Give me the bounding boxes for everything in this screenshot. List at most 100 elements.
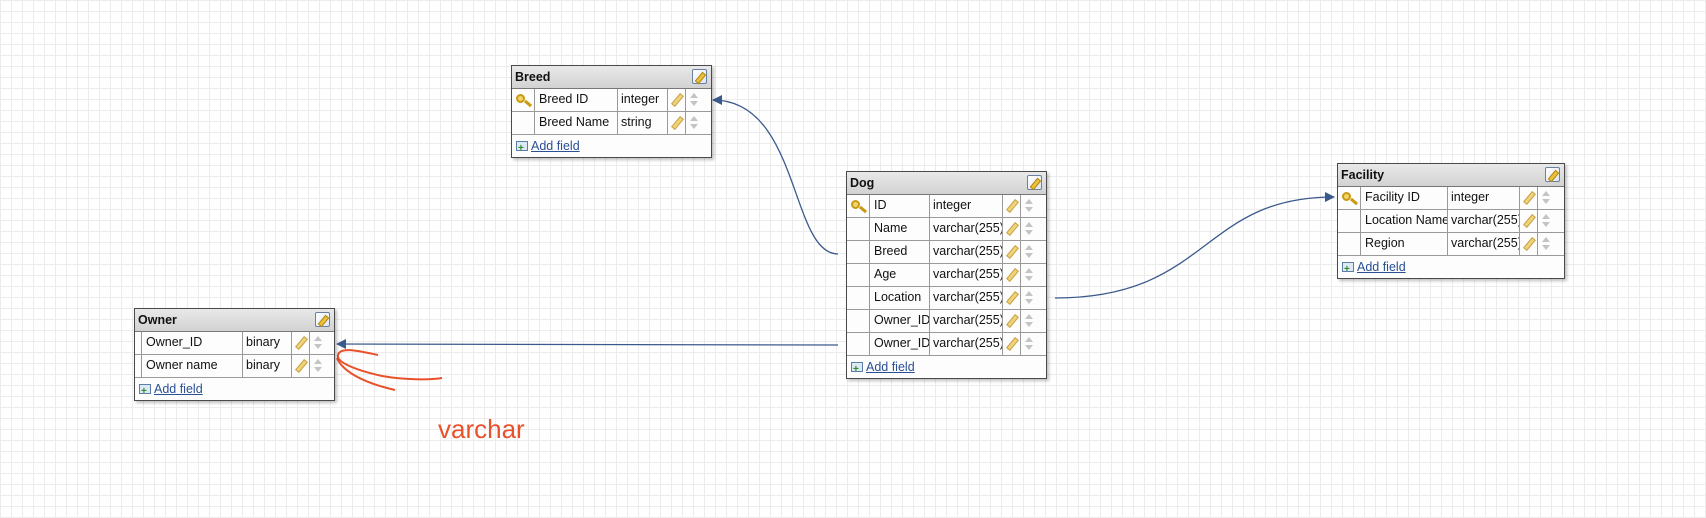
- edit-field-button[interactable]: [1003, 218, 1021, 240]
- reorder-handle[interactable]: [1538, 210, 1554, 232]
- field-type[interactable]: integer: [930, 195, 1003, 217]
- edit-field-button[interactable]: [292, 332, 310, 354]
- field-type[interactable]: varchar(255): [930, 218, 1003, 240]
- edit-field-button[interactable]: [1520, 187, 1538, 209]
- field-type[interactable]: varchar(255): [930, 333, 1003, 355]
- field-type[interactable]: string: [618, 112, 668, 134]
- edit-table-icon[interactable]: [692, 69, 707, 84]
- field-name[interactable]: Name: [870, 218, 930, 240]
- field-name[interactable]: Breed Name: [535, 112, 618, 134]
- add-field-icon[interactable]: [1342, 259, 1354, 281]
- field-type[interactable]: binary: [243, 332, 292, 354]
- reorder-handle[interactable]: [686, 112, 702, 134]
- field-name[interactable]: Owner_ID: [870, 333, 930, 355]
- field-name[interactable]: Breed ID: [535, 89, 618, 111]
- field-type[interactable]: varchar(255): [1448, 233, 1520, 255]
- field-name[interactable]: Owner_ID: [870, 310, 930, 332]
- field-row[interactable]: Region varchar(255): [1338, 233, 1564, 256]
- add-field-icon[interactable]: [851, 359, 863, 381]
- table-header[interactable]: Breed: [512, 66, 711, 89]
- edit-field-button[interactable]: [1520, 210, 1538, 232]
- add-field-link[interactable]: Add field: [531, 139, 580, 153]
- add-field-link[interactable]: Add field: [154, 382, 203, 396]
- table-header[interactable]: Facility: [1338, 164, 1564, 187]
- table-header[interactable]: Owner: [135, 309, 334, 332]
- relation-dog-owner[interactable]: [336, 339, 839, 350]
- field-type[interactable]: integer: [618, 89, 668, 111]
- edit-field-button[interactable]: [1003, 195, 1021, 217]
- primary-key-cell: [847, 241, 870, 263]
- edit-field-button[interactable]: [1003, 264, 1021, 286]
- edit-field-button[interactable]: [1520, 233, 1538, 255]
- table-breed[interactable]: Breed Breed ID integer Breed Name string…: [511, 65, 712, 160]
- field-row[interactable]: ID integer: [847, 195, 1046, 218]
- edit-table-icon[interactable]: [1027, 175, 1042, 190]
- add-field-icon[interactable]: [139, 381, 151, 403]
- reorder-handle[interactable]: [1021, 310, 1037, 332]
- field-type[interactable]: varchar(255): [930, 287, 1003, 309]
- reorder-handle[interactable]: [1538, 233, 1554, 255]
- field-name[interactable]: Owner name: [142, 355, 243, 377]
- edit-field-button[interactable]: [1003, 241, 1021, 263]
- key-icon: [516, 94, 525, 103]
- table-facility[interactable]: Facility Facility ID integer Location Na…: [1337, 163, 1565, 281]
- field-name[interactable]: Region: [1361, 233, 1448, 255]
- sort-arrows-icon: [1025, 267, 1033, 282]
- field-row[interactable]: Owner_ID varchar(255): [847, 310, 1046, 333]
- table-owner[interactable]: Owner Owner_ID binary Owner name binary …: [134, 308, 335, 403]
- pencil-icon: [295, 359, 308, 373]
- field-row[interactable]: Age varchar(255): [847, 264, 1046, 287]
- field-row[interactable]: Facility ID integer: [1338, 187, 1564, 210]
- edit-field-button[interactable]: [292, 355, 310, 377]
- field-type[interactable]: varchar(255): [930, 264, 1003, 286]
- relation-dog-facility[interactable]: [1054, 192, 1335, 299]
- field-row[interactable]: Owner name binary: [135, 355, 334, 378]
- reorder-handle[interactable]: [1021, 264, 1037, 286]
- field-name[interactable]: Breed: [870, 241, 930, 263]
- field-row[interactable]: Breed ID integer: [512, 89, 711, 112]
- add-field-icon[interactable]: [516, 138, 528, 160]
- reorder-handle[interactable]: [1021, 195, 1037, 217]
- sort-arrows-icon: [314, 335, 322, 350]
- edit-table-icon[interactable]: [315, 312, 330, 327]
- field-row[interactable]: Owner_ID binary: [135, 332, 334, 355]
- reorder-handle[interactable]: [1538, 187, 1554, 209]
- field-row[interactable]: Location Name varchar(255): [1338, 210, 1564, 233]
- field-name[interactable]: Location: [870, 287, 930, 309]
- reorder-handle[interactable]: [1021, 218, 1037, 240]
- field-row[interactable]: Owner_ID varchar(255): [847, 333, 1046, 356]
- reorder-handle[interactable]: [310, 332, 326, 354]
- field-name[interactable]: Location Name: [1361, 210, 1448, 232]
- reorder-handle[interactable]: [310, 355, 326, 377]
- add-field-link[interactable]: Add field: [866, 360, 915, 374]
- table-header[interactable]: Dog: [847, 172, 1046, 195]
- edit-field-button[interactable]: [1003, 333, 1021, 355]
- add-field-link[interactable]: Add field: [1357, 260, 1406, 274]
- field-type[interactable]: binary: [243, 355, 292, 377]
- table-dog[interactable]: Dog ID integer Name varchar(255) Breed v…: [846, 171, 1047, 381]
- field-row[interactable]: Breed Name string: [512, 112, 711, 135]
- edit-field-button[interactable]: [1003, 287, 1021, 309]
- sort-arrows-icon: [690, 115, 698, 130]
- field-type[interactable]: integer: [1448, 187, 1520, 209]
- field-type[interactable]: varchar(255): [930, 241, 1003, 263]
- reorder-handle[interactable]: [1021, 241, 1037, 263]
- field-type[interactable]: varchar(255): [930, 310, 1003, 332]
- reorder-handle[interactable]: [1021, 287, 1037, 309]
- field-name[interactable]: Age: [870, 264, 930, 286]
- field-name[interactable]: ID: [870, 195, 930, 217]
- reorder-handle[interactable]: [1021, 333, 1037, 355]
- edit-table-icon[interactable]: [1545, 167, 1560, 182]
- field-name[interactable]: Owner_ID: [142, 332, 243, 354]
- edit-field-button[interactable]: [668, 89, 686, 111]
- reorder-handle[interactable]: [686, 89, 702, 111]
- field-row[interactable]: Breed varchar(255): [847, 241, 1046, 264]
- field-type[interactable]: varchar(255): [1448, 210, 1520, 232]
- relation-dog-breed[interactable]: [712, 95, 839, 255]
- edit-field-button[interactable]: [1003, 310, 1021, 332]
- edit-field-button[interactable]: [668, 112, 686, 134]
- field-name[interactable]: Facility ID: [1361, 187, 1448, 209]
- field-row[interactable]: Location varchar(255): [847, 287, 1046, 310]
- field-row[interactable]: Name varchar(255): [847, 218, 1046, 241]
